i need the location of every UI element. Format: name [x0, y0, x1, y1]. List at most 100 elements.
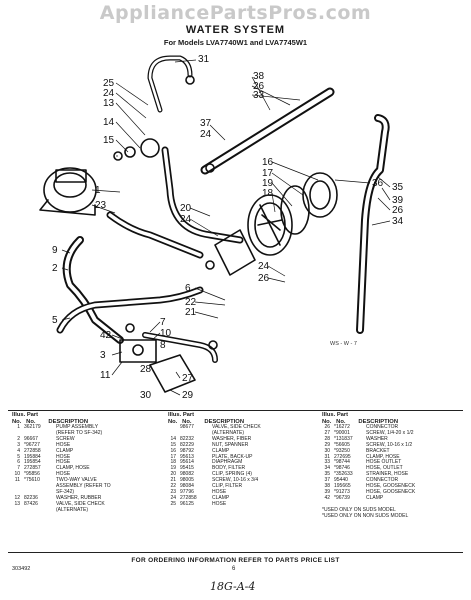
illus-number: 33 [324, 459, 330, 466]
callout-3: 3 [100, 350, 106, 361]
illus-number: 34 [324, 465, 330, 472]
part-description: CLIP, SPRING (4) [212, 471, 252, 478]
part-number: 82232 [180, 435, 194, 442]
illus-number: 20 [170, 471, 176, 478]
illus-number: 6 [17, 459, 20, 466]
part-number [20, 508, 56, 514]
part-description: VALVE, SIDE CHECK [56, 500, 105, 507]
part-description: (ALTERNATE) [56, 506, 89, 513]
part-description: HOSE [56, 441, 71, 448]
part-number: 96667 [24, 435, 38, 442]
illus-number [12, 508, 20, 514]
illus-number: 12 [14, 494, 20, 501]
part-description: HOSE, GOOSENECK [366, 488, 416, 495]
part-description: CLIP, FILTER [212, 483, 243, 490]
part-number: 98082 [180, 471, 194, 478]
water-system-diagram: 31 25 24 13 14 15 38 26 33 37 24 1 23 16… [39, 54, 404, 401]
part-description: CLAMP [56, 447, 74, 454]
callout-27: 27 [182, 373, 194, 384]
illus-number: 5 [17, 453, 20, 460]
part-description: CLAMP [212, 447, 230, 454]
illus-number: 24 [170, 494, 176, 501]
illus-number: 25 [170, 500, 176, 507]
part-description: SCREW, 1/4-20 x 1/2 [366, 429, 414, 436]
part-number: *352633 [334, 471, 353, 478]
part-number: *96727 [24, 441, 40, 448]
part-description: (ALTERNATE) [212, 429, 245, 436]
callout-33: 33 [253, 90, 265, 101]
part-number: 195854 [24, 459, 41, 466]
callout-28: 28 [140, 364, 152, 375]
illus-number: 19 [170, 465, 176, 472]
illus-number: 27 [324, 429, 330, 436]
part-description: BRACKET [366, 447, 390, 454]
part-number: *93250 [334, 447, 350, 454]
page-subtitle: For Models LVA7740W1 and LVA7745W1 [163, 38, 308, 47]
illus-number: 14 [170, 435, 176, 442]
illus-number: 28 [324, 435, 330, 442]
part-description: HOSE [56, 459, 71, 466]
table-row: ASSEMBLY (REFER TO [12, 483, 152, 490]
callout-26: 26 [253, 81, 265, 92]
part-description: DIAPHRAGM [212, 459, 243, 466]
part-number: *91273 [334, 488, 350, 495]
part-description: SCREW, 10-16 x 1/2 [366, 441, 413, 448]
illus-number: 7 [17, 465, 20, 472]
part-number: 195884 [24, 453, 41, 460]
callout-22: 22 [185, 297, 197, 308]
part-description: HOSE [56, 453, 71, 460]
illus-number: 31 [324, 453, 330, 460]
illus-number: 4 [17, 447, 20, 454]
diagram-code: WS - W - 7 [330, 341, 357, 347]
table-row: 24 272858 CLAMP [168, 494, 308, 502]
illus-number: 1 [17, 424, 20, 430]
callout-24: 24 [180, 214, 192, 225]
part-description: (REFER TO SF-342) [56, 429, 103, 436]
callout-39: 39 [392, 195, 404, 206]
illus-number: 17 [170, 453, 176, 460]
part-description: TWO-WAY VALVE [56, 477, 97, 484]
callout-24: 24 [103, 88, 115, 99]
table-top-rule [8, 410, 463, 411]
callout-26: 26 [258, 273, 270, 284]
part-number: 82236 [24, 494, 38, 501]
table-note: *USED ONLY ON SUDS MODEL [322, 506, 396, 513]
callout-14: 14 [103, 117, 115, 128]
callout-35: 35 [392, 182, 404, 193]
part-number: *98746 [334, 465, 350, 472]
part-description: CLAMP [212, 494, 230, 501]
illus-number: 37 [324, 477, 330, 484]
callout-24: 24 [258, 261, 270, 272]
callout-30: 30 [140, 390, 152, 401]
part-number: 98084 [180, 483, 194, 490]
part-description: VALVE, SIDE CHECK [212, 424, 261, 430]
part-description: HOSE [56, 471, 71, 478]
table-row: 10 *95856 HOSE [12, 471, 152, 478]
part-number: *95856 [24, 471, 40, 478]
part-description: BODY, FILTER [212, 465, 246, 472]
part-number: 272858 [180, 494, 197, 501]
callout-34: 34 [392, 216, 404, 227]
illus-number: 10 [14, 471, 20, 478]
part-number: *96739 [334, 494, 350, 501]
part-description: STRAINER, HOSE [366, 471, 409, 478]
callout-8: 8 [160, 340, 166, 351]
column-header: Illus. Part No. No. DESCRIPTION [12, 412, 89, 425]
